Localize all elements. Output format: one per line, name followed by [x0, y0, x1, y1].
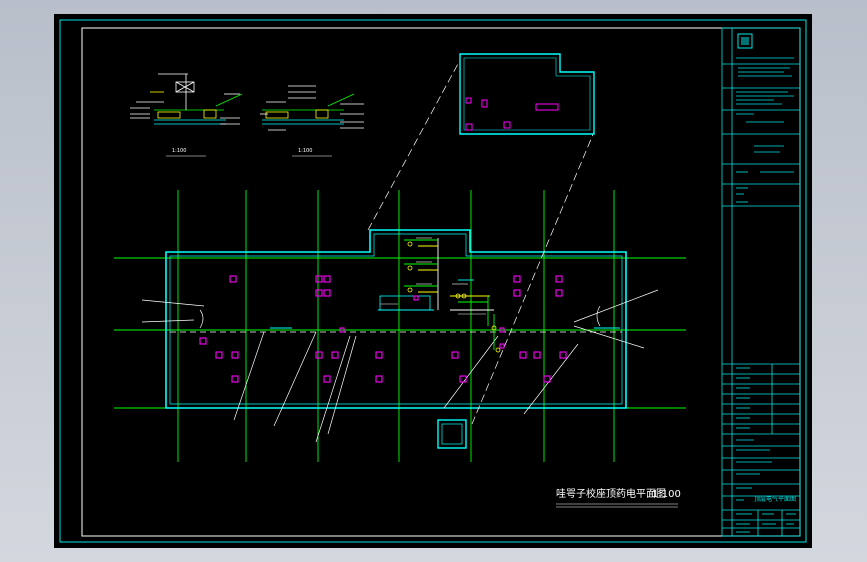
- detail-drawing-left: [130, 73, 243, 125]
- main-scale: 1:100: [652, 489, 681, 500]
- detail-drawing-right: [260, 85, 364, 131]
- building-walls: [165, 229, 627, 449]
- detail-left-scale: 1:100: [172, 148, 187, 154]
- core-wiring: [404, 238, 495, 350]
- inner-frame: [81, 27, 801, 537]
- main-title: 哇咢子校座顶药电平面图: [556, 489, 666, 500]
- detail-right-scale: 1:100: [298, 148, 313, 154]
- section-lines: [141, 61, 659, 443]
- core-fixtures: [407, 241, 501, 353]
- firm-logo: [737, 33, 753, 49]
- drawing-sheet[interactable]: 哇咢子校座顶药电平面图 1:100 1:100 1:100 顶层电气平面图: [54, 14, 812, 548]
- title-block: [721, 27, 801, 537]
- title-block-drawing-name: 顶层电气平面图: [754, 496, 797, 503]
- inset-roof-plan: [459, 53, 595, 135]
- cad-drawing[interactable]: [54, 14, 812, 548]
- core-labels: [380, 237, 486, 315]
- inset-equipment: [465, 97, 559, 131]
- equipment-symbols: [199, 275, 567, 383]
- outer-frame: [59, 19, 807, 543]
- title-block-text: [736, 57, 796, 533]
- detail-underlines: [166, 155, 678, 508]
